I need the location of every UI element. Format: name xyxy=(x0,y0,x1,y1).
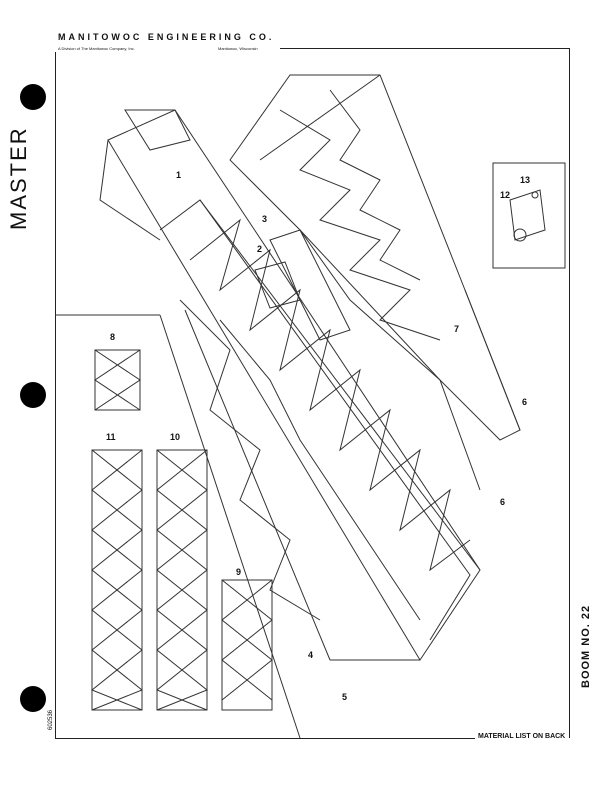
material-list-note: MATERIAL LIST ON BACK xyxy=(478,733,566,740)
plate xyxy=(254,261,301,309)
location-line: Manitowoc, Wisconsin xyxy=(218,46,258,51)
inset-part xyxy=(509,189,546,242)
callout-number: 4 xyxy=(308,650,313,660)
binder-hole xyxy=(20,84,46,110)
callout-numbers: 1 2 3 4 5 6 6 7 8 9 10 11 12 13 xyxy=(106,170,530,702)
callout-number: 11 xyxy=(106,432,116,442)
binder-hole xyxy=(20,382,46,408)
nameplate xyxy=(269,229,351,341)
callout-number: 10 xyxy=(170,432,180,442)
binder-hole xyxy=(20,686,46,712)
callout-number: 5 xyxy=(342,692,347,702)
divider-line xyxy=(159,314,301,739)
callout-number: 1 xyxy=(176,170,181,180)
frame-top-line xyxy=(280,48,570,49)
frame-right-line xyxy=(569,48,570,738)
callout-number: 3 xyxy=(262,214,267,224)
upper-boom xyxy=(229,74,521,491)
callout-number: 12 xyxy=(500,190,510,200)
frame-bottom-line xyxy=(55,738,475,739)
company-name: MANITOWOC ENGINEERING CO. xyxy=(58,32,275,42)
callout-number: 8 xyxy=(110,332,115,342)
callout-number: 13 xyxy=(520,175,530,185)
callout-number: 2 xyxy=(257,244,262,254)
callout-number: 9 xyxy=(236,567,241,577)
main-boom xyxy=(99,109,481,661)
section-10 xyxy=(156,449,208,711)
callout-number: 7 xyxy=(454,324,459,334)
section-8 xyxy=(94,349,141,411)
callout-number: 6 xyxy=(500,497,505,507)
frame-left-line xyxy=(55,52,56,738)
section-9 xyxy=(221,579,273,711)
division-line: A Division of The Manitowoc Company, Inc… xyxy=(58,46,135,51)
section-11 xyxy=(91,449,143,711)
callout-number: 6 xyxy=(522,397,527,407)
inset-box xyxy=(492,162,566,269)
